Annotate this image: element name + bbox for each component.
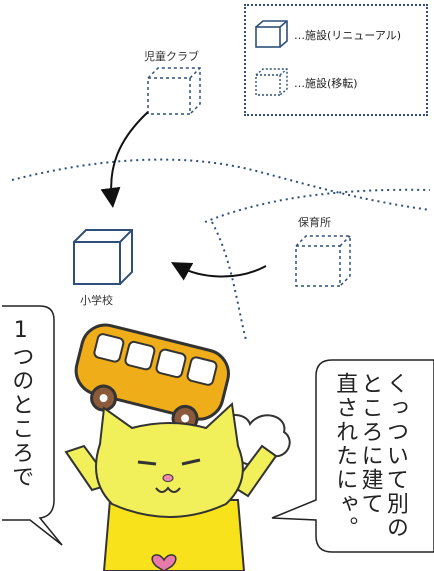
- nursery-icon: [295, 235, 351, 287]
- childrens-club-label: 児童クラブ: [144, 50, 199, 63]
- elementary-school-icon: [73, 229, 133, 285]
- speech-line-1: くっついて別の: [382, 372, 408, 540]
- childrens-club-icon: [147, 67, 201, 115]
- arrow-club-to-school: [100, 111, 149, 208]
- speech-line-2: ところに建て: [357, 372, 383, 516]
- boundary-line-curve: [211, 221, 247, 341]
- legend-box: …施設(リニューアル) …施設(移転): [244, 4, 428, 116]
- speech-bubble-right-text: くっついて別の ところに建て 直されたにゃ。: [332, 372, 408, 552]
- cat-illustration: [64, 401, 278, 571]
- legend-renewal-label: …施設(リニューアル): [294, 29, 402, 42]
- boundary-line-middle: [204, 188, 431, 223]
- bus-illustration: [74, 323, 230, 432]
- renewal-facility-icon: [255, 20, 288, 48]
- speech-bubble-left: [2, 305, 63, 546]
- arrow-nursery-to-school: [170, 262, 267, 281]
- legend-relocation-label: …施設(移転): [294, 77, 358, 90]
- legend-row-relocation: …施設(移転): [254, 68, 358, 98]
- speech-bubble-left-text: 1つのところで: [8, 318, 34, 489]
- boundary-line-top: [11, 158, 431, 211]
- speech-bubble-right: [271, 359, 434, 553]
- speech-line-3: 直されたにゃ。: [332, 372, 358, 540]
- nursery-label: 保育所: [298, 216, 331, 229]
- legend-row-renewal: …施設(リニューアル): [254, 20, 401, 50]
- elementary-school-label: 小学校: [80, 294, 113, 307]
- relocation-facility-icon: [255, 68, 288, 96]
